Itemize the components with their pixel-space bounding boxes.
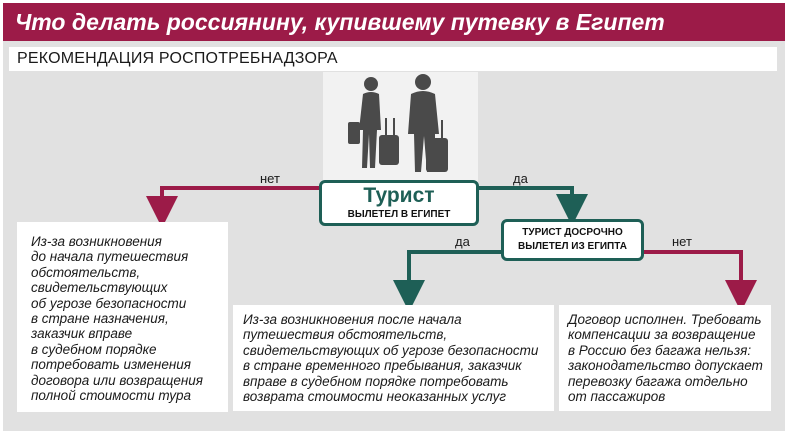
outcome-during-trip-text: Из-за возникновения после начала путешес… [243,312,539,405]
subtitle: РЕКОМЕНДАЦИЯ РОСПОТРЕБНАДЗОРА [17,50,338,67]
travelers-photo [323,72,478,184]
label-yes-left: да [455,234,470,249]
travelers-silhouette-icon [348,74,448,172]
arrow-yes-top [479,186,588,226]
header-bar: Что делать россиянину, купившему путевку… [3,3,785,41]
outcome-contract-done: Договор исполнен. Требовать компенсации … [559,305,771,411]
outcome-during-trip: Из-за возникновения после начала путешес… [233,305,554,411]
arrow-no-left [146,186,319,228]
label-no-left: нет [260,171,280,186]
early-return-line2: ВЫЛЕТЕЛ ИЗ ЕГИПТА [518,241,627,252]
tourist-node: Турист ВЫЛЕТЕЛ В ЕГИПЕТ [319,180,479,226]
outcome-contract-done-text: Договор исполнен. Требовать компенсации … [568,312,763,405]
arrow-no-right [644,250,757,312]
outcome-before-trip-text: Из-за возникновения до начала путешестви… [31,234,203,404]
label-yes-top: да [513,171,528,186]
page-title: Что делать россиянину, купившему путевку… [15,9,665,35]
early-return-node: ТУРИСТ ДОСРОЧНО ВЫЛЕТЕЛ ИЗ ЕГИПТА [501,219,644,261]
arrow-yes-left [393,250,501,312]
label-no-right: нет [672,234,692,249]
outcome-before-trip: Из-за возникновения до начала путешестви… [17,222,228,412]
early-return-line1: ТУРИСТ ДОСРОЧНО [522,227,623,238]
tourist-subtitle: ВЫЛЕТЕЛ В ЕГИПЕТ [347,209,451,220]
subtitle-bar: РЕКОМЕНДАЦИЯ РОСПОТРЕБНАДЗОРА [9,47,777,71]
tourist-title: Турист [363,184,435,207]
